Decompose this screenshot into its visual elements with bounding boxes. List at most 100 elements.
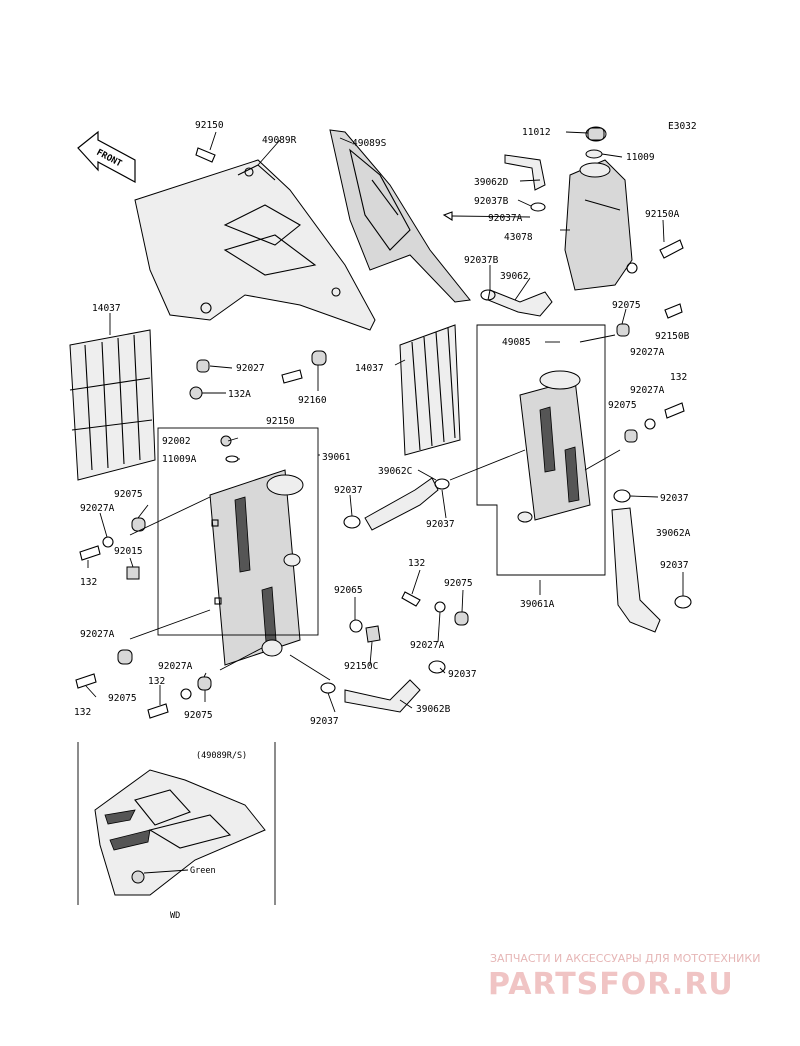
inset-footer: WD — [170, 911, 180, 921]
bolt-132-c — [401, 591, 421, 607]
hose-39062 — [487, 289, 553, 317]
label-132-mid: 132 — [408, 558, 425, 569]
label-11012: 11012 — [522, 127, 551, 138]
hose-39062d — [504, 154, 546, 191]
label-92075-right: 92075 — [608, 400, 637, 411]
label-14037-left: 14037 — [92, 303, 121, 314]
hardware-group — [75, 127, 692, 719]
clamp-92037-d — [674, 595, 692, 609]
label-92037b-top: 92037B — [474, 196, 509, 207]
collar-92027a-a — [644, 418, 656, 430]
label-92065: 92065 — [334, 585, 363, 596]
label-92002: 92002 — [162, 436, 191, 447]
label-14037-right: 14037 — [355, 363, 384, 374]
grommet-92075-d — [454, 611, 469, 626]
clip-92015 — [126, 566, 140, 580]
reservoir-tank-43078 — [564, 126, 638, 291]
bolt-132-b — [79, 545, 101, 561]
clamp-92037-a — [434, 478, 450, 490]
label-92015: 92015 — [114, 546, 143, 557]
label-39062a: 39062A — [656, 528, 691, 539]
clamp-92037-f — [320, 682, 336, 694]
label-49085: 49085 — [502, 337, 531, 348]
label-92037-right: 92037 — [660, 493, 689, 504]
clamp-92037-c — [613, 489, 631, 503]
radiator-39061a — [517, 370, 591, 523]
bolt-132a — [189, 386, 203, 400]
label-92027: 92027 — [236, 363, 265, 374]
cap-92002 — [220, 435, 232, 447]
label-92037b-bottom: 92037B — [464, 255, 499, 266]
label-132a: 132A — [228, 389, 251, 400]
label-92037-lower-right: 92037 — [660, 560, 689, 571]
label-92150a: 92150A — [645, 209, 680, 220]
collar-92027a-f — [180, 688, 192, 700]
washer-11009a — [225, 455, 239, 463]
hose-39062c — [364, 477, 439, 531]
grille-14037-left — [69, 329, 156, 481]
bolt-92150-b — [281, 369, 303, 384]
radiator-39061-frame — [157, 427, 319, 636]
label-92027a-right: 92027A — [630, 385, 665, 396]
part-labels: 92150 49089R 49089S 11012 11009 39062D 9… — [74, 120, 691, 727]
inset-color-label: Green — [190, 866, 216, 876]
grommet-92075-b — [624, 429, 638, 443]
label-92027a-left: 92027A — [80, 503, 115, 514]
grommet-92075-e — [117, 649, 133, 665]
bolt-132-a — [664, 402, 685, 419]
label-132-lower: 132 — [148, 676, 165, 687]
label-39062: 39062 — [500, 271, 529, 282]
watermark-brand: PARTSFOR.RU — [488, 967, 734, 1002]
plug-92150c — [365, 625, 381, 643]
front-arrow-icon: FRONT — [77, 130, 136, 184]
grommet-92075-a — [616, 323, 630, 337]
label-92075-left: 92075 — [114, 489, 143, 500]
label-39061: 39061 — [322, 452, 351, 463]
label-92027a-lower: 92027A — [158, 661, 193, 672]
label-39062b: 39062B — [416, 704, 451, 715]
radiator-39061a-frame — [476, 324, 606, 576]
label-92075-top: 92075 — [612, 300, 641, 311]
bolt-92150-a — [195, 147, 216, 163]
label-92150-radiator: 92150 — [266, 416, 295, 427]
label-132-bottom-left: 132 — [74, 707, 91, 718]
clamp-92037-e — [428, 660, 446, 674]
radiator-39061 — [209, 469, 304, 666]
label-92027a-top: 92027A — [630, 347, 665, 358]
label-92150c: 92150C — [344, 661, 378, 672]
grommet-92027 — [196, 359, 210, 373]
label-92160: 92160 — [298, 395, 327, 406]
shroud-49089s — [329, 129, 471, 303]
cap-11012 — [587, 127, 605, 141]
hose-39062a — [611, 507, 661, 633]
bolt-132-d — [75, 673, 97, 689]
label-132-left: 132 — [80, 577, 97, 588]
label-92027a-lower-left: 92027A — [80, 629, 115, 640]
clamp-92037-b — [343, 515, 361, 529]
grille-14037-right — [399, 324, 461, 456]
label-11009: 11009 — [626, 152, 655, 163]
shroud-49089r — [134, 159, 376, 331]
grommet-92160 — [311, 350, 327, 366]
label-92037a-top: 92037A — [488, 213, 523, 224]
label-92075-lower-left: 92075 — [108, 693, 137, 704]
label-39061a: 39061A — [520, 599, 555, 610]
bolt-92150b — [664, 303, 683, 319]
label-92075-mid: 92075 — [444, 578, 473, 589]
inset-49089rs: (49089R/S) Green WD — [77, 742, 276, 921]
label-39062d: 39062D — [474, 177, 509, 188]
label-92037-bottom-right: 92037 — [448, 669, 477, 680]
label-11009a: 11009A — [162, 454, 197, 465]
bolt-132-e — [147, 703, 169, 719]
label-92075-bottom: 92075 — [184, 710, 213, 721]
label-92037-mid-left: 92037 — [334, 485, 363, 496]
watermark-tagline: ЗАПЧАСТИ И АКСЕССУАРЫ ДЛЯ МОТОТЕХНИКИ — [490, 952, 760, 965]
label-132-right: 132 — [670, 372, 687, 383]
grommet-92075-f — [197, 676, 212, 691]
collar-92027a-d — [434, 601, 446, 613]
watermark: ЗАПЧАСТИ И АКСЕССУАРЫ ДЛЯ МОТОТЕХНИКИ PA… — [488, 952, 760, 1002]
label-92037-bottom: 92037 — [310, 716, 339, 727]
hose-39062b — [344, 679, 421, 713]
clamp-92037b-lower — [480, 289, 496, 301]
